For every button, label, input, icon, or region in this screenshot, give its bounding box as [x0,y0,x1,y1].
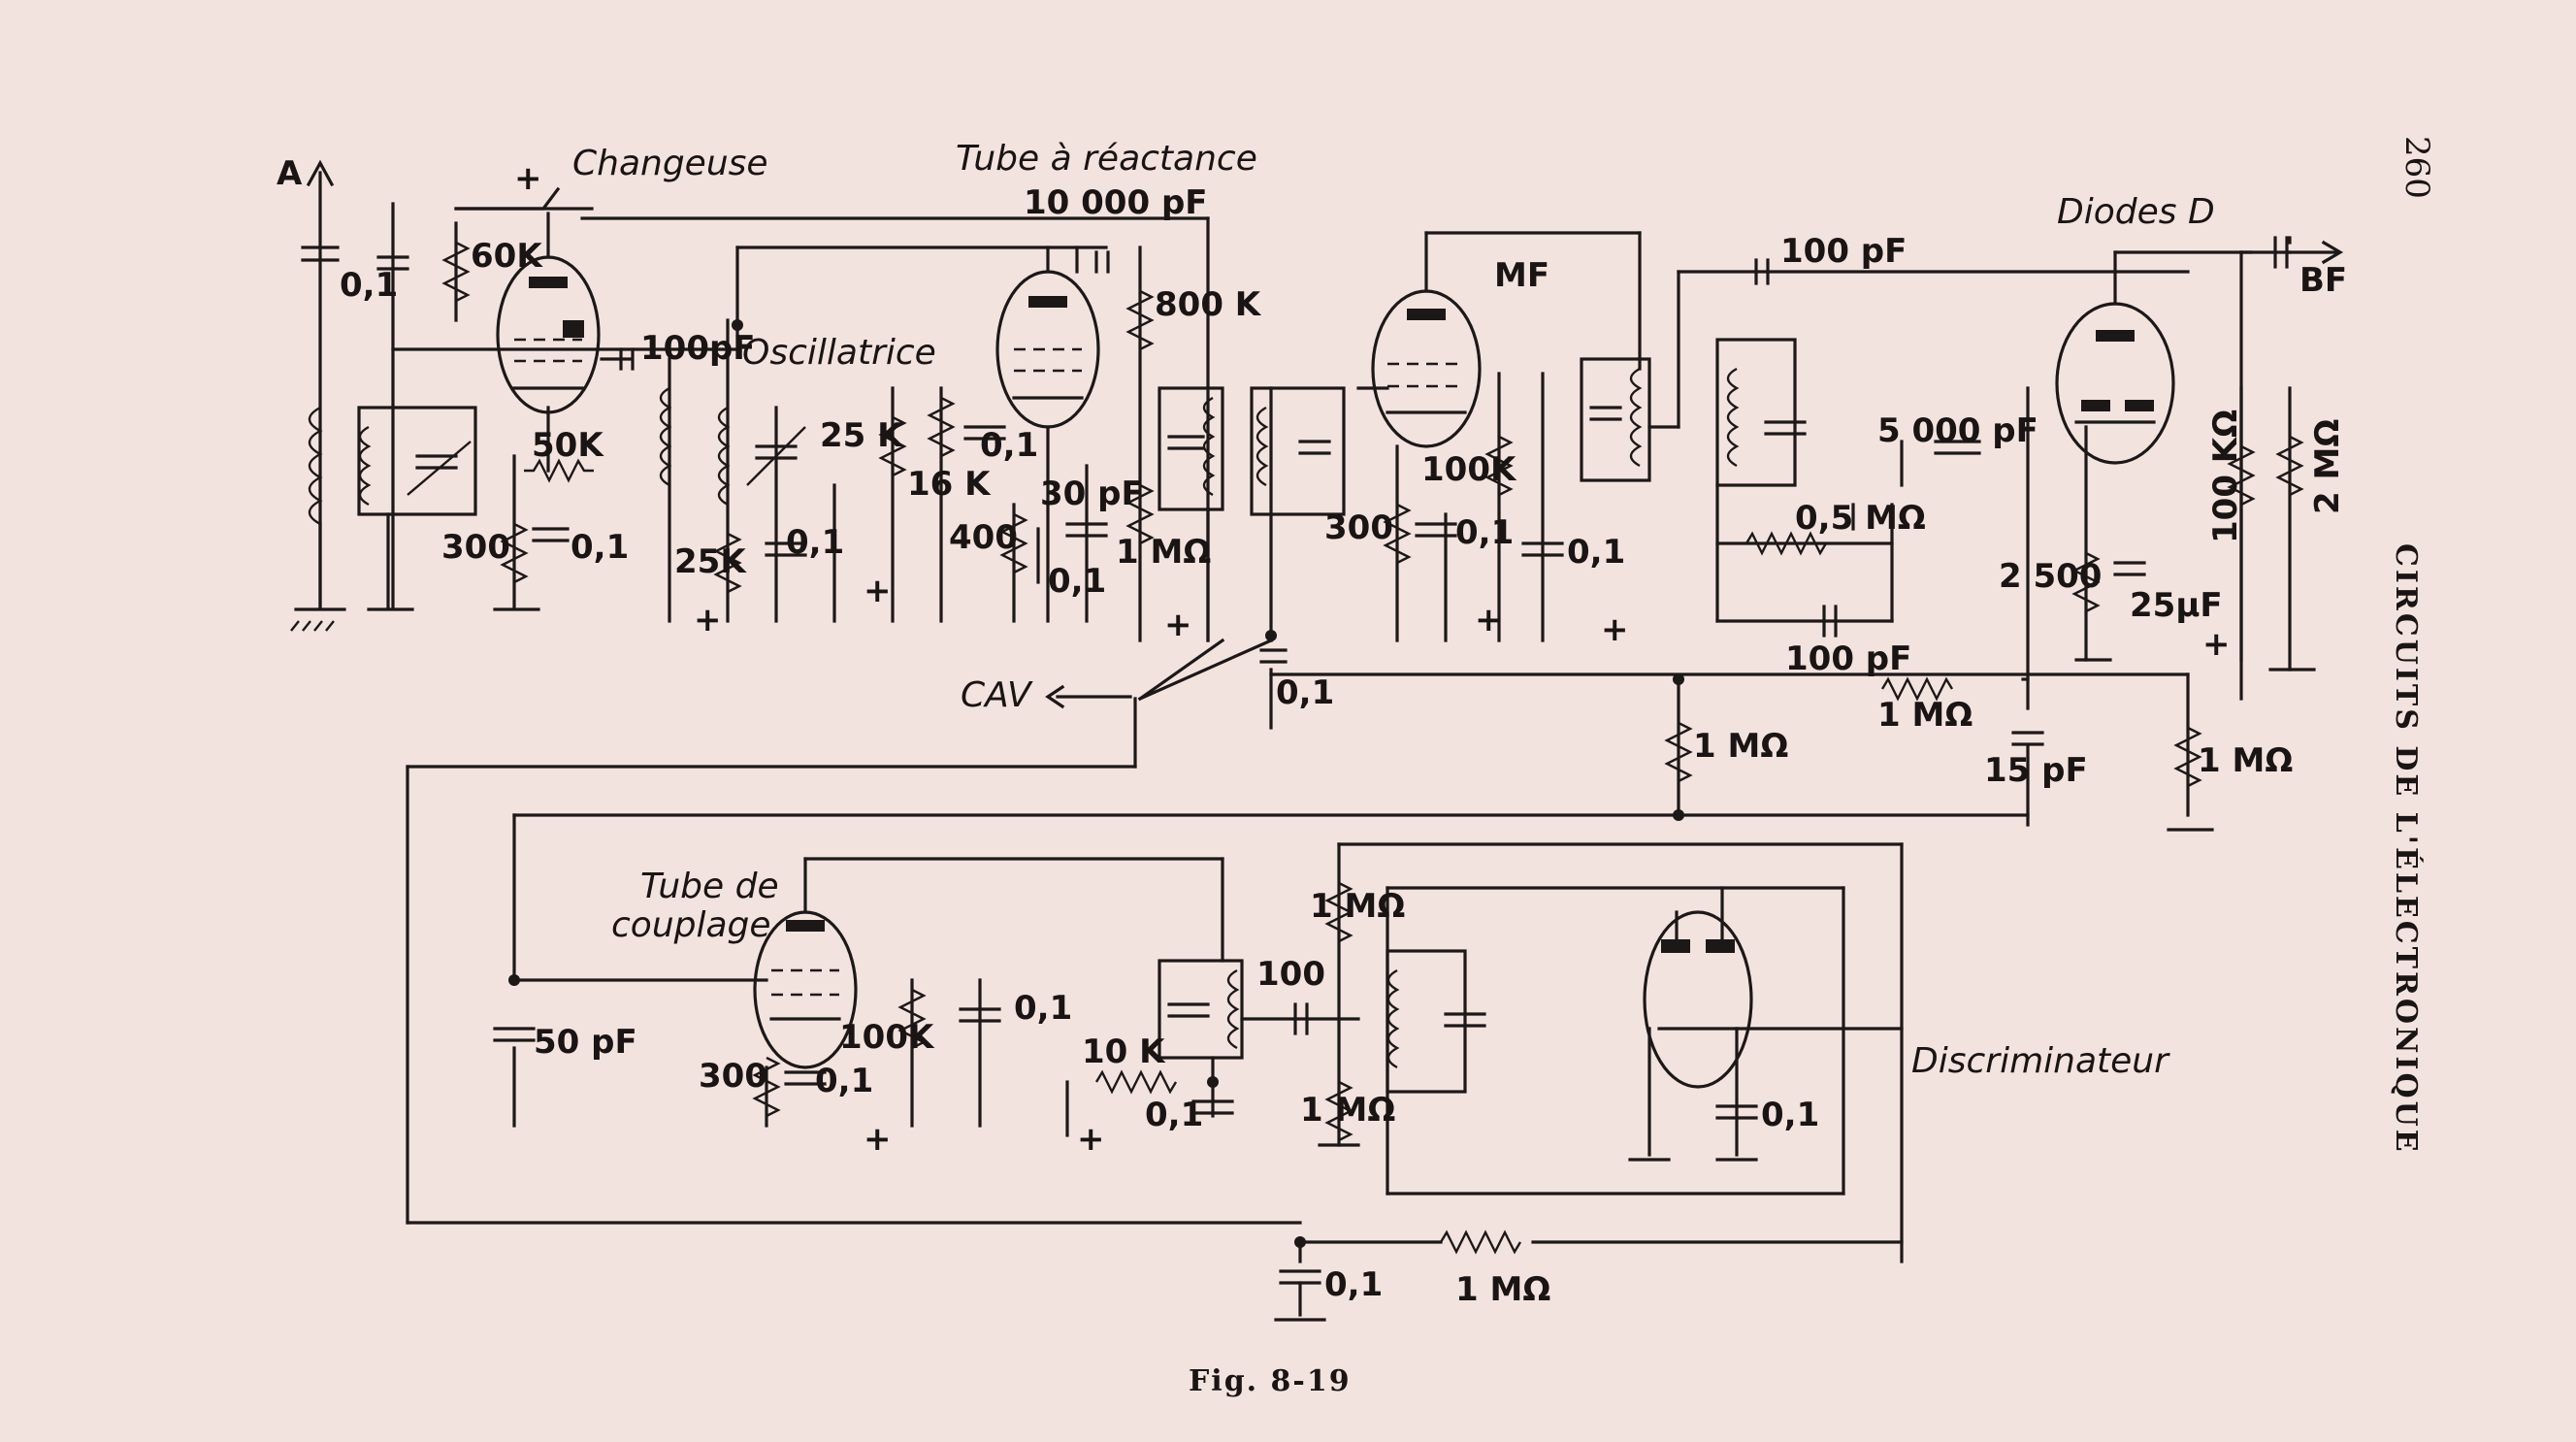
label-tube-couplage-2: couplage [611,905,771,945]
label-c-100pf-c: 100 pF [1785,639,1911,678]
terminal-plus-3: + [864,572,892,610]
label-r-100kohm: 100 KΩ [2206,410,2245,543]
terminal-bf: BF [2299,261,2347,300]
terminal-plus-7: + [2202,625,2231,664]
label-tube-reactance: Tube à réactance [956,139,1257,179]
changeuse-grid-circuit [357,202,739,611]
label-r-05m: 0,5 MΩ [1795,499,1926,538]
mf-tube [1356,231,1642,642]
terminal-plus-1: + [514,159,542,198]
label-r-1m-bot: 1 MΩ [1455,1270,1550,1309]
page-number: 260 [2397,136,2436,199]
label-r-60k: 60K [471,237,543,276]
label-r-800k: 800 K [1155,285,1262,324]
label-r-1m-f: 1 MΩ [1300,1091,1395,1130]
label-r-1m-a: 1 MΩ [1116,533,1211,572]
label-c-100: 100 [1256,955,1325,994]
terminal-plus-4: + [1164,606,1192,644]
label-r-50k: 50K [532,426,604,465]
coupling-tank [1065,857,1360,1137]
label-c-5000pf: 5 000 pF [1877,411,2038,450]
label-r-25k-b: 25K [674,542,747,581]
label-changeuse: Changeuse [572,144,768,183]
oscillatrice-circuit [600,318,836,623]
label-c-25uf: 25μF [2130,586,2223,625]
label-c-15pf: 15 pF [1984,751,2088,790]
discriminator-transformer [1318,842,1904,1263]
detector-network [1715,338,2146,710]
mf-tank-in [1250,386,1346,516]
label-c-01-b: 0,1 [786,523,844,562]
label-mf: MF [1494,256,1549,295]
label-r-2mohm: 2 MΩ [2308,419,2347,514]
label-c-01-mf: 0,1 [1455,513,1514,552]
label-r-400: 400 [949,518,1018,557]
label-c-30pf: 30 pF [1040,475,1144,513]
label-c-01-bot: 0,1 [1324,1265,1383,1304]
plus-terminal-changeuse [454,186,561,211]
label-r-1m-d: 1 MΩ [2198,741,2293,780]
terminal-plus-6: + [1601,610,1629,649]
label-c-01-g: 0,1 [1145,1096,1203,1134]
label-r-100k-c: 100K [839,1018,935,1057]
label-r-300-mf: 300 [1324,508,1393,547]
label-c-100pf-b: 100 pF [1780,232,1907,271]
label-c-01-a: 0,1 [571,528,629,567]
label-r-300-a: 300 [441,528,510,567]
label-c-01-cav: 0,1 [1276,673,1334,712]
label-c-01-c: 0,1 [980,426,1038,465]
label-r-1m-e: 1 MΩ [1310,887,1405,926]
label-r-10k: 10 K [1082,1032,1166,1071]
coupling-tube [493,857,1224,1128]
label-c-01-d: 0,1 [1048,562,1106,601]
label-c-01-mf2: 0,1 [1567,533,1625,572]
label-c-10000pf: 10 000 pF [1024,183,1208,222]
label-r-1m-b: 1 MΩ [1877,696,1973,735]
ground-symbol [290,607,346,632]
discriminator-tube [1628,886,1904,1196]
label-c-01-f: 0,1 [1014,989,1072,1028]
label-r-16k: 16 K [907,465,992,504]
label-c-01-h: 0,1 [1761,1096,1819,1134]
bottom-return [406,1221,1904,1322]
label-c-ant: 0,1 [340,266,398,305]
label-diodes: Diodes D [2057,192,2215,232]
figure-caption: Fig. 8-19 [1189,1364,1352,1398]
label-tube-couplage-1: Tube de [640,867,779,906]
label-r-25k-a: 25 K [820,416,904,455]
terminal-antenna: A [277,154,303,193]
reactance-tank [1158,386,1224,642]
label-r-300-c: 300 [699,1057,767,1096]
label-r-2500: 2 500 [1999,557,2102,596]
reactance-tube [878,246,1155,623]
terminal-plus-2: + [694,601,722,639]
label-c-01-e: 0,1 [815,1062,873,1100]
terminal-plus-5: + [1475,601,1503,639]
label-r-100k-mf: 100K [1421,450,1517,489]
side-header: CIRCUITS DE L'ÉLECTRONIQUE [2389,543,2424,1155]
terminal-plus-9: + [1077,1120,1105,1159]
terminal-cav: CAV [961,675,1033,715]
label-c-50pf: 50 pF [534,1023,637,1062]
label-discriminateur: Discriminateur [1911,1041,2170,1081]
label-r-1m-c: 1 MΩ [1693,727,1788,766]
bf-output-network [2011,386,2316,832]
mf-tank-out [1580,258,2190,482]
label-oscillatrice: Oscillatrice [742,333,936,373]
terminal-plus-8: + [864,1120,892,1159]
label-c-100pf-a: 100pF [640,329,756,368]
feedback-lines [406,673,2030,1225]
antenna-input [301,159,340,608]
